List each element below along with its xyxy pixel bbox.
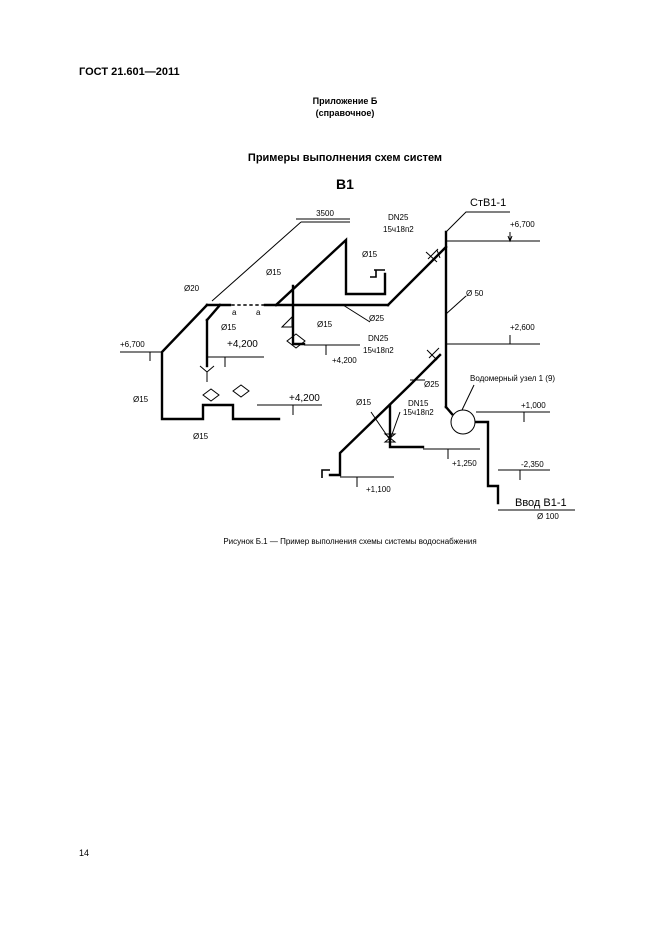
elevation-1250: +1,250 [452,459,477,468]
elevation-1100: +1,100 [366,485,391,494]
pipe-meter [444,405,454,416]
elevation-mark-1100 [340,476,394,487]
elevation-mark-1000 [476,411,550,422]
pipe-lower-branch [388,403,425,449]
elevation-mark-2350 [498,469,550,480]
diameter-d25-main: Ø25 [369,314,385,323]
diameter-d15-left-vertical: Ø15 [133,395,149,404]
valve-middle-dn: DN25 [368,334,389,343]
pipe-left-diagonal [205,303,222,322]
diameter-d15-riser-left: Ø15 [221,323,237,332]
inlet-label: Ввод В1-1 [515,497,567,509]
elevation-mark-4200-b [304,344,360,355]
pipe-lower-diagonal [328,353,442,477]
elevation-2600: +2,600 [510,323,535,332]
valve-lower-dn: DN15 [408,399,429,408]
elevation-mark-4200-a [207,356,264,367]
fixture-drop-icon [286,333,306,349]
figure-caption: Рисунок Б.1 — Пример выполнения схемы си… [223,537,477,546]
diameter-d15-bottom: Ø15 [193,432,209,441]
fixture-sink-right-icon [232,384,250,398]
valve-lower-code: 15ч18п2 [403,408,434,417]
tap-upper-icon [370,269,385,278]
page-number: 14 [79,848,90,858]
elevation-6700-left: +6,700 [120,340,145,349]
leader-d50 [445,295,467,315]
diameter-d100: Ø 100 [537,512,559,521]
valve-upper-code: 15ч18п2 [383,225,414,234]
dimension-line-3500 [211,218,350,302]
pipe-upper-diagonal [274,237,387,307]
leader-d25-main [342,304,371,323]
elevation-minus-2350: -2,350 [521,460,544,469]
diameter-d20: Ø20 [184,284,200,293]
elevation-mark-6700-right [446,232,540,243]
elevation-6700-right: +6,700 [510,220,535,229]
tap-lower-icon [321,469,330,478]
leader-riser-label [445,211,510,233]
elevation-4200-b: +4,200 [332,356,357,365]
section-mark-left: а [232,308,237,317]
valve-middle-icon [426,347,440,361]
fixture-triangle-icon [280,315,293,328]
appendix-title: Приложение Б [312,96,378,106]
elevation-mark-1250 [423,448,480,459]
elevation-mark-6700-left [120,351,162,361]
diameter-d15-top: Ø15 [362,250,378,259]
diameter-d25-lower: Ø25 [424,380,440,389]
diameter-d15-branch: Ø15 [266,268,282,277]
elevation-mark-2600 [446,335,540,345]
pipe-left-frame [160,303,281,421]
pipe-inlet [474,420,500,505]
elevation-1000: +1,000 [521,401,546,410]
elevation-4200-a: +4,200 [227,339,258,350]
system-code: В1 [336,176,354,192]
dimension-3500: 3500 [316,209,334,218]
leader-d15-lower [370,411,401,441]
document-header: ГОСТ 21.601—2011 [79,66,180,78]
valve-upper-dn: DN25 [388,213,409,222]
section-mark-right: а [256,308,261,317]
meter-node-circle [450,409,476,435]
section-title: Примеры выполнения схем систем [247,152,443,164]
elevation-4200-c: +4,200 [289,393,320,404]
valve-middle-code: 15ч18п2 [363,346,394,355]
valve-upper-icon [425,248,441,263]
appendix-type: (справочное) [315,108,375,118]
diameter-d15-drop: Ø15 [317,320,333,329]
elevation-mark-4200-c [257,404,322,415]
meter-node-label: Водомерный узел 1 (9) [470,374,555,383]
diameter-d15-lower: Ø15 [356,398,372,407]
pipe-main-diagonal [386,245,448,307]
fixture-shower-icon [199,365,215,382]
leader-meter-node [461,384,475,411]
fixture-sink-left-icon [202,388,220,402]
riser-label: СтВ1-1 [470,197,506,209]
diameter-d50: Ø 50 [466,289,484,298]
